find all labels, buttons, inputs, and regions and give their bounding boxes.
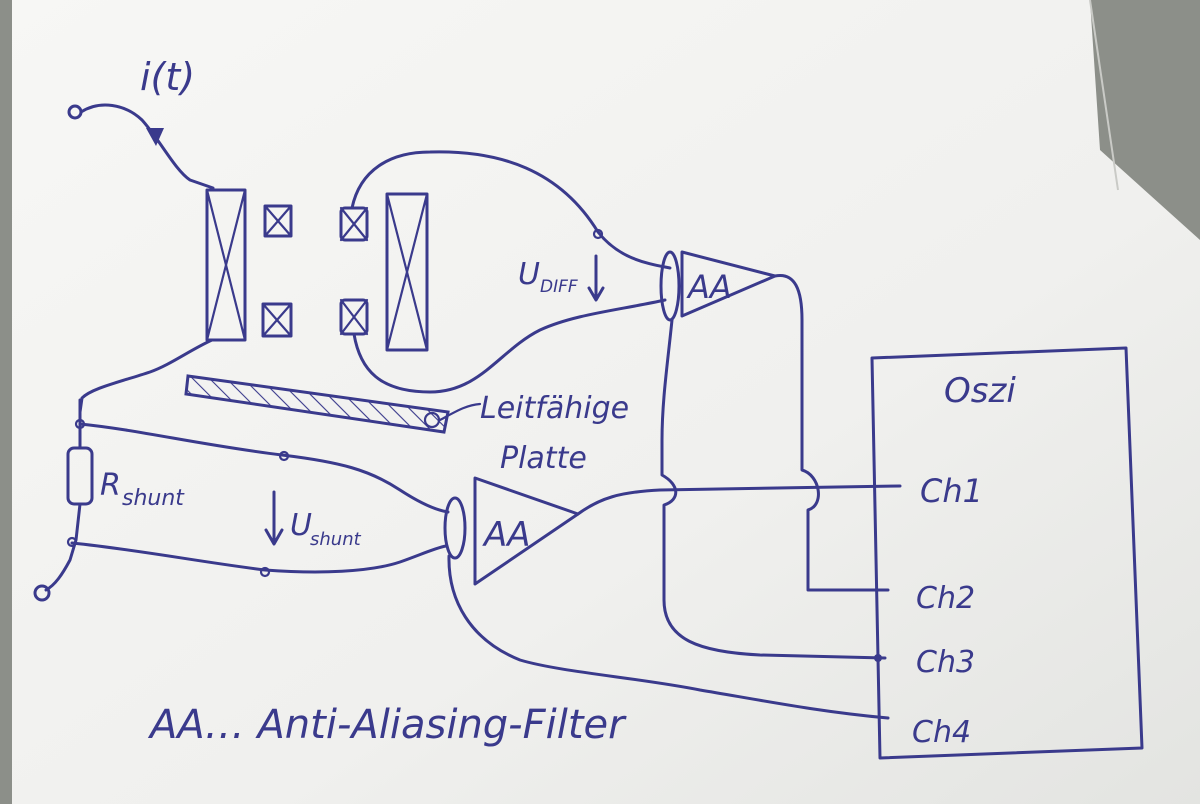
plate-label-line2: Platte (500, 441, 587, 476)
u-shunt-subscript: shunt (310, 529, 362, 550)
current-label: i(t) (140, 55, 195, 99)
coil-left-large (205, 188, 247, 342)
coil-right-large (385, 192, 429, 352)
winding-br-x2 (339, 298, 369, 336)
oscilloscope-title: Oszi (944, 371, 1016, 411)
paper-sheet (12, 0, 1200, 804)
u-diff-arrow-icon (587, 286, 605, 302)
winding-bl-x2 (261, 302, 293, 338)
diff-node-top (592, 228, 604, 240)
shunt-bottom-lead (44, 502, 82, 592)
oscilloscope-box (870, 346, 1144, 760)
winding-tl-x2 (263, 204, 293, 238)
aa-top-filter-body (680, 250, 777, 318)
aa-bottom-label: AA (482, 515, 531, 555)
u-shunt-arrow-icon (264, 528, 284, 546)
diff-loop-bottom-wire (352, 298, 667, 394)
aa-bottom-to-ch4-wire (447, 554, 890, 720)
winding-tr (339, 206, 369, 242)
aa-bottom-input-clamp (443, 496, 467, 560)
channel-1-label: Ch1 (920, 472, 983, 510)
u-diff-label: U (518, 257, 540, 292)
shunt-sense-bottom-node (259, 566, 271, 578)
paper-fold (1089, 0, 1119, 191)
coil-to-shunt-wire (78, 338, 214, 414)
u-diff-subscript: DIFF (540, 277, 578, 297)
shunt-sense-top-wire (78, 422, 450, 514)
current-input-wire (79, 103, 215, 190)
aa-top-label: AA (686, 268, 732, 306)
aa-bottom-to-ch1-wire (576, 484, 902, 516)
shunt-sense-top-node (278, 450, 290, 462)
winding-tr-x2 (339, 206, 369, 242)
conductive-plate (184, 374, 450, 434)
legend-text: AA… Anti-Aliasing-Filter (147, 702, 627, 748)
aa-top-input-clamp (659, 250, 681, 322)
coil-left-cross-2 (205, 188, 247, 342)
plate-label-line1: Leitfähige (480, 391, 629, 426)
diff-loop-top-wire (350, 150, 672, 270)
r-shunt-subscript: shunt (122, 486, 185, 511)
coil-right-cross-2 (385, 192, 429, 352)
channel-3-label: Ch3 (916, 645, 975, 680)
shunt-sense-bottom-wire (70, 541, 448, 574)
aa-top-to-ch2-wire (773, 273, 890, 592)
plate-leader-line (438, 402, 482, 422)
input-terminal-bottom (33, 584, 51, 602)
aa-bottom-filter-body (473, 476, 580, 586)
u-shunt-label: U (290, 508, 312, 543)
winding-bl (261, 302, 293, 338)
current-arrow-icon (146, 128, 164, 146)
channel-4-label: Ch4 (912, 715, 971, 750)
aa-top-to-ch3-wire (660, 318, 887, 660)
r-shunt-label: R (100, 468, 121, 503)
channel-2-label: Ch2 (916, 581, 975, 616)
winding-tl (263, 204, 293, 238)
